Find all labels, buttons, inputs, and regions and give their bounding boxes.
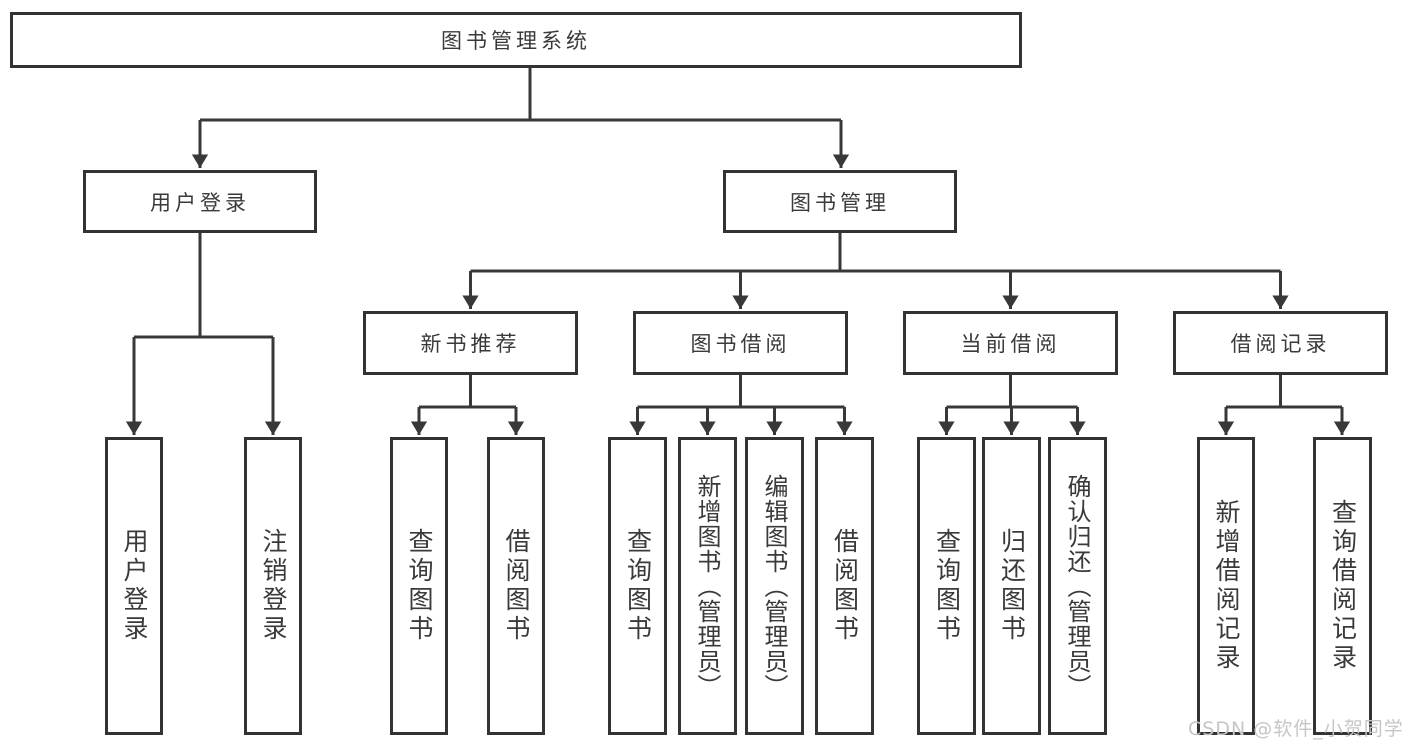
leaf-cur-return-books: 归还图书 [982,437,1041,735]
leaf-cur-confirm-return-admin: 确认归还（管理员） [1048,437,1107,735]
csdn-watermark: CSDN @软件_小贺同学 [1188,718,1404,740]
connector-user-login-trunk [134,233,273,339]
connector-borrow-records-trunk [1226,375,1342,409]
node-book-mgmt: 图书管理 [723,170,957,233]
leaf-cur-query-books: 查询图书 [917,437,976,735]
leaf-bw-edit-books-admin: 编辑图书（管理员） [745,437,804,735]
connector-new-books-trunk [419,375,516,409]
connector-book-mgmt-trunk [470,233,1281,273]
node-new-books: 新书推荐 [363,311,578,375]
leaf-rec-add-record: 新增借阅记录 [1197,437,1255,735]
leaf-nb-borrow-books: 借阅图书 [487,437,545,735]
node-borrow-records: 借阅记录 [1173,311,1388,375]
leaf-bw-add-books-admin: 新增图书（管理员） [678,437,737,735]
node-user-login: 用户登录 [83,170,317,233]
connector-current-borrow-trunk [946,375,1078,409]
leaf-rec-query-record: 查询借阅记录 [1313,437,1372,735]
node-book-borrow: 图书借阅 [633,311,848,375]
node-root-system: 图书管理系统 [10,12,1022,68]
node-current-borrow: 当前借阅 [903,311,1118,375]
leaf-bw-query-books: 查询图书 [608,437,667,735]
connector-root-trunk [200,68,841,122]
connector-group [125,68,1351,435]
leaf-user-login: 用户登录 [105,437,163,735]
leaf-bw-borrow-books: 借阅图书 [815,437,874,735]
connector-book-borrow-trunk [637,375,845,409]
leaf-logout: 注销登录 [244,437,302,735]
leaf-nb-query-books: 查询图书 [390,437,448,735]
